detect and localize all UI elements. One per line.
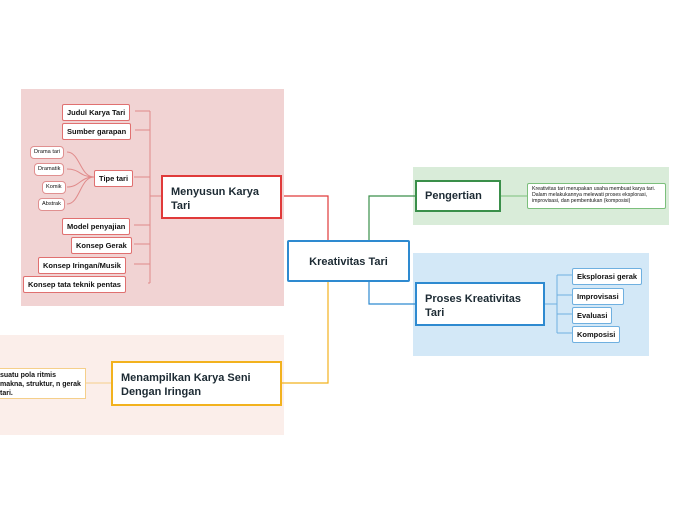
link-central-menyusun [284,195,329,240]
proses-item-improvisasi[interactable]: Improvisasi [572,288,624,305]
link-central-proses [368,282,415,305]
topic-menyusun[interactable]: Menyusun Karya Tari [161,175,282,219]
topic-menyusun-label: Menyusun Karya Tari [171,186,260,212]
proses-item-komposisi[interactable]: Komposisi [572,326,621,343]
pengertian-note-text: Kreativitas tari merupakan usaha membuat… [532,186,656,205]
proses-item-evaluasi[interactable]: Evaluasi [572,307,613,324]
proses-links [545,274,572,334]
menyusun-item-judul[interactable]: Judul Karya Tari [62,104,131,121]
tipe-item-drama-tari[interactable]: Drama tari [30,146,65,159]
topic-menampilkan-label: Menampilkan Karya Seni Dengan Iringan [121,372,251,398]
topic-menampilkan[interactable]: Menampilkan Karya Seni Dengan Iringan [111,361,282,406]
topic-pengertian-label: Pengertian [425,190,482,202]
tipe-item-dramatik[interactable]: Dramatik [34,163,65,176]
topic-proses[interactable]: Proses Kreativitas Tari [415,282,545,326]
menyusun-links [66,110,161,284]
central-topic-label: Kreativitas Tari [309,256,388,268]
menyusun-item-iringan[interactable]: Konsep Iringan/Musik [38,257,126,274]
menyusun-item-tipe[interactable]: Tipe tari [94,170,134,187]
menyusun-item-gerak[interactable]: Konsep Gerak [71,237,132,254]
menampilkan-note[interactable]: suatu pola ritmis makna, struktur, n ger… [0,368,86,399]
proses-item-eksplorasi[interactable]: Eksplorasi gerak [572,268,643,285]
central-topic[interactable]: Kreativitas Tari [287,240,410,282]
link-central-menampilkan [282,282,329,384]
pengertian-note[interactable]: Kreativitas tari merupakan usaha membuat… [527,183,666,209]
topic-pengertian[interactable]: Pengertian [415,180,501,212]
tipe-item-abstrak[interactable]: Abstrak [38,198,65,211]
menyusun-item-tata-teknik[interactable]: Konsep tata teknik pentas [23,276,126,293]
menyusun-item-model[interactable]: Model penyajian [62,218,131,235]
menampilkan-note-text: suatu pola ritmis makna, struktur, n ger… [0,372,81,397]
tipe-item-komik[interactable]: Komik [42,181,66,194]
menyusun-item-sumber[interactable]: Sumber garapan [62,123,132,140]
topic-proses-label: Proses Kreativitas Tari [425,293,521,319]
link-central-pengertian [368,195,415,240]
